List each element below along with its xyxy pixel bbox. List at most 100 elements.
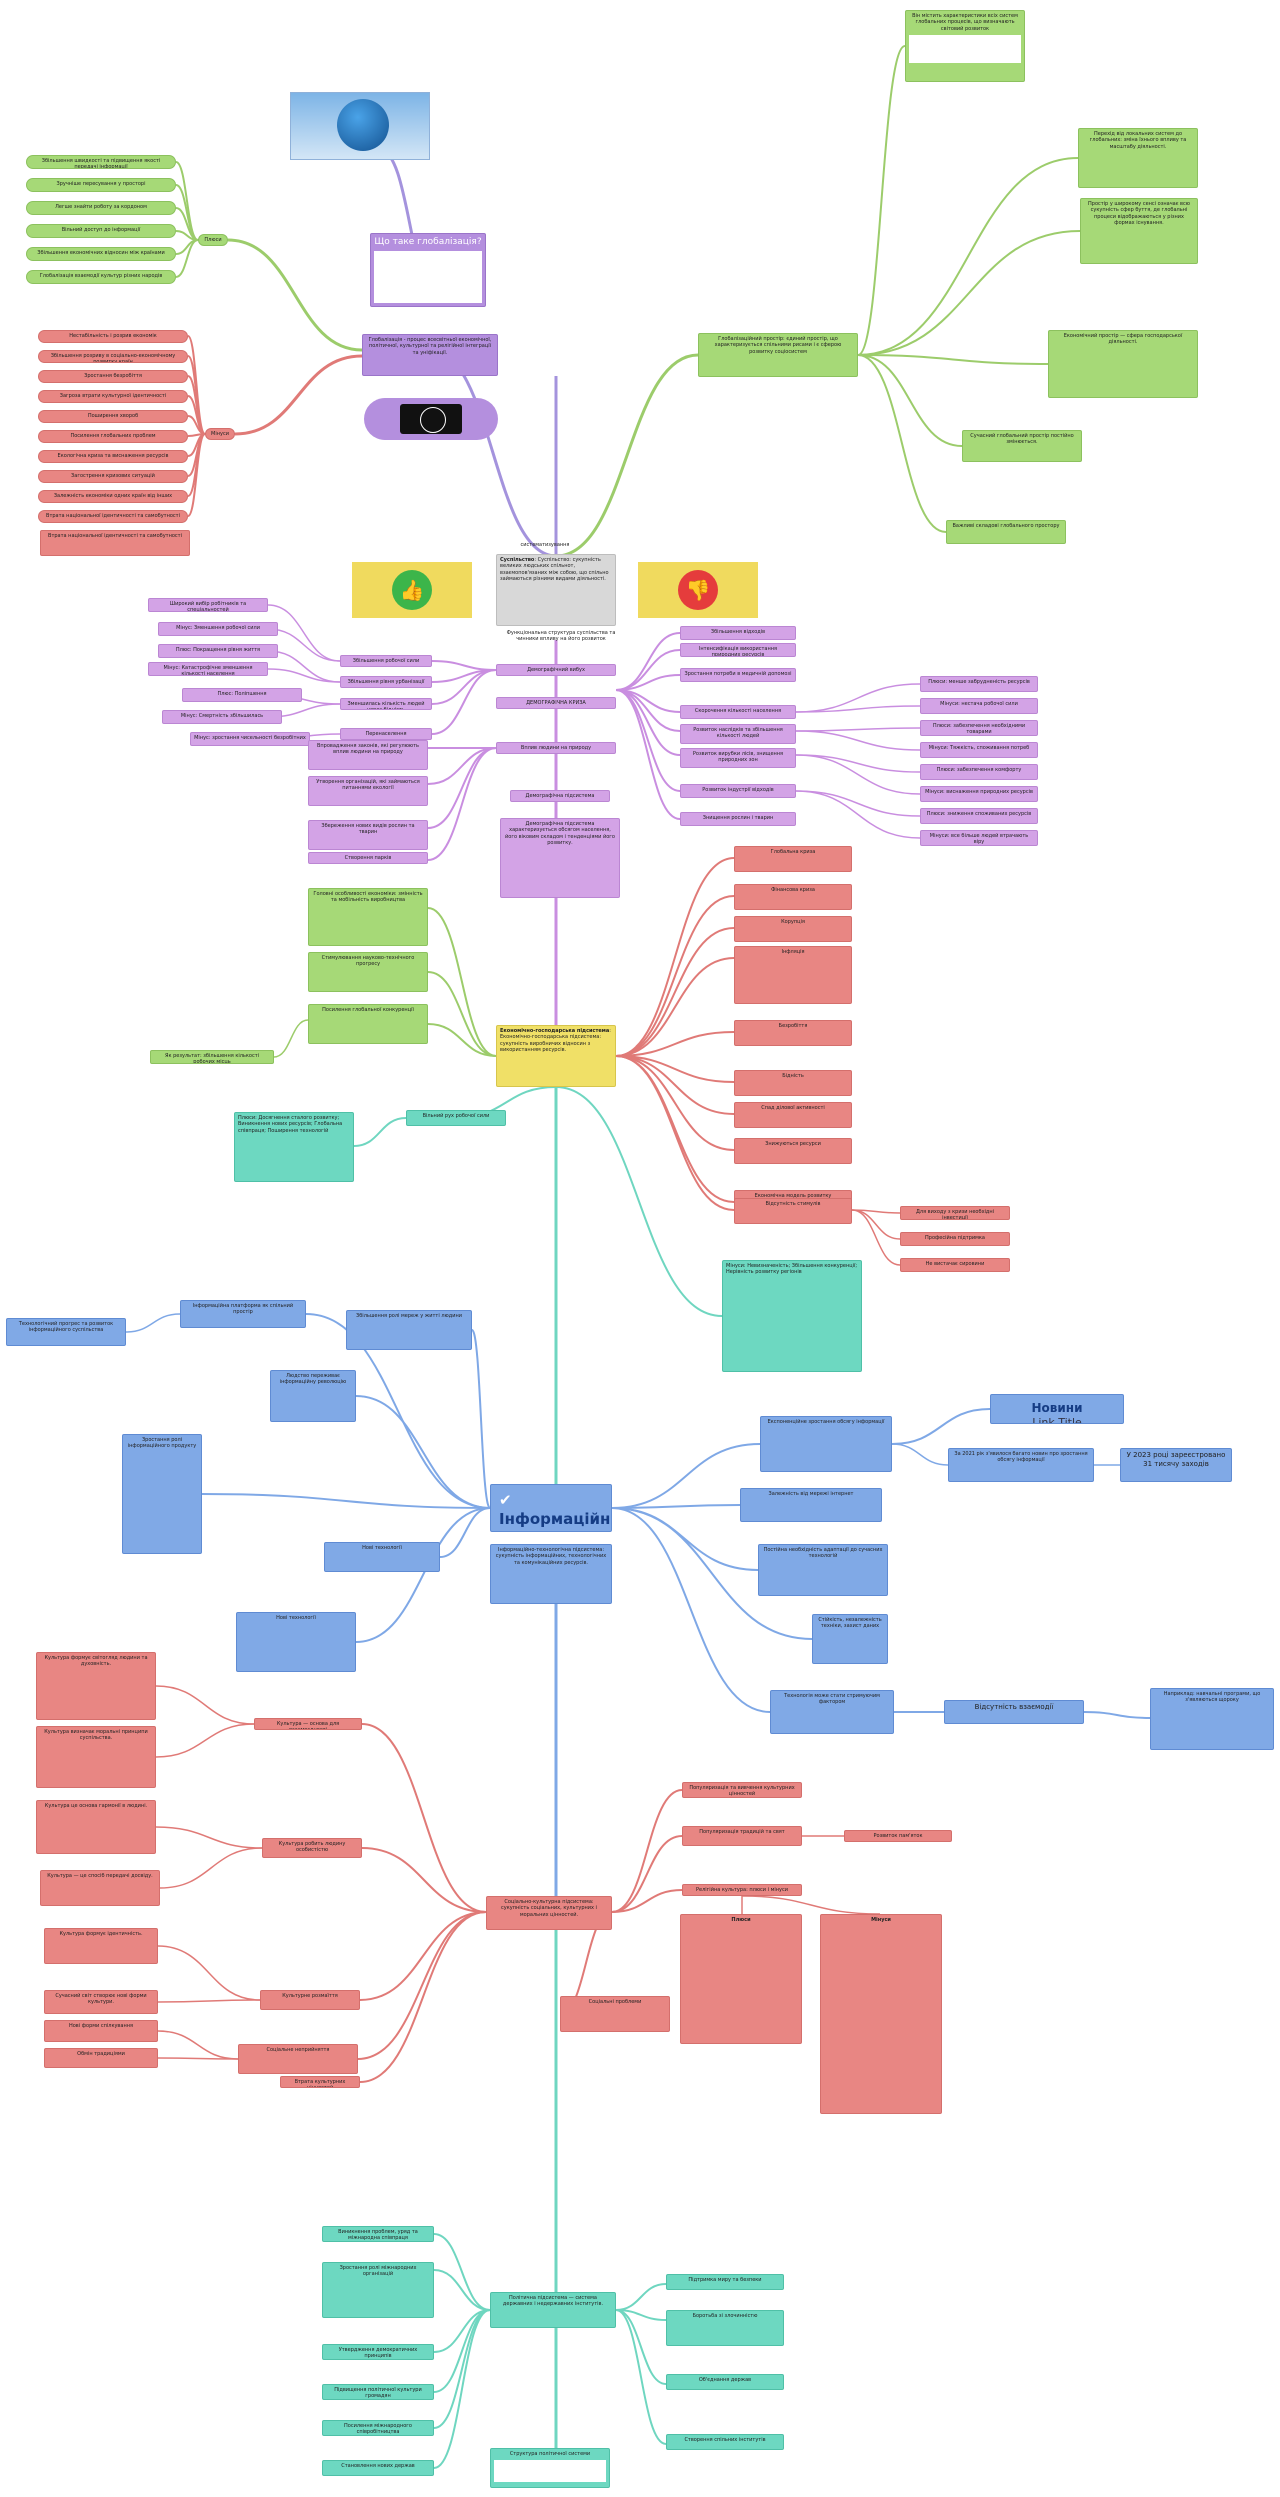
- info-left-item: Нові технології: [324, 1542, 440, 1572]
- connector-line: [615, 2309, 667, 2385]
- politics-right-item: Підтримка миру та безпеки: [666, 2274, 784, 2290]
- econ-right-item: Безробіття: [734, 1020, 852, 1046]
- connector-line: [555, 1086, 723, 1317]
- globe-icon: [420, 407, 446, 433]
- connector-line: [615, 1055, 735, 1115]
- politics-left-item: Зростання ролі міжнародних організацій: [322, 2262, 434, 2318]
- connector-line: [175, 161, 199, 241]
- connector-line: [427, 907, 497, 1057]
- connector-line: [795, 683, 921, 713]
- demo-right-far: Плюси: зниження споживаних ресурсів: [920, 808, 1038, 824]
- info-right-item: Залежність від мережі інтернет: [740, 1488, 882, 1522]
- demo-right-item: Інтенсифікація використання природних ре…: [680, 643, 796, 657]
- demo-left-item: Плюс: Покращення рівня життя: [158, 644, 278, 658]
- connector-line: [891, 1443, 949, 1466]
- globalization-question: Що таке глобалізація?: [370, 233, 486, 307]
- demo-left-mid: Перенаселення: [340, 728, 432, 740]
- politics-left-item: Виникнення проблем, уряд та міжнародна с…: [322, 2226, 434, 2242]
- demo-right-item: Розвиток наслідків та збільшення кількос…: [680, 724, 796, 744]
- econ-right-far: Для виходу з кризи необхідні інвестиції: [900, 1206, 1010, 1220]
- politics-left-item: Становлення нових держав: [322, 2460, 434, 2476]
- demo-right-far: Мінуси: все більше людей втрачають віру: [920, 830, 1038, 846]
- connector-line: [615, 689, 681, 756]
- demo-right-item: Зростання потреби в медичній допомозі: [680, 668, 796, 682]
- info-left-item: Інформаційна платформа як спільний прост…: [180, 1300, 306, 1328]
- connector-line: [159, 1847, 263, 1889]
- example-node: Наприклад: навчальні програми, що з'явля…: [1150, 1688, 1274, 1750]
- diagram-thumbnail: [909, 34, 1021, 63]
- connector-line: [857, 157, 1079, 356]
- right-top-item: Сучасний глобальний простір постійно змі…: [962, 430, 1082, 462]
- connector-line: [615, 1055, 735, 1151]
- connector-line: [433, 2233, 491, 2311]
- connector-line: [427, 747, 497, 829]
- demo-left-item: Мінус: зростання чисельності безробітних: [190, 732, 310, 746]
- connector-line: [355, 1507, 491, 1643]
- connector-line: [611, 1443, 761, 1509]
- connector-line: [795, 727, 921, 732]
- demo-left-item: Плюс: Поліпшення: [182, 688, 302, 702]
- connector-line: [857, 354, 963, 447]
- society-sub: Функціональна структура суспільства та ч…: [506, 630, 616, 643]
- demo-subsystem: Демографічна підсистема: [510, 790, 610, 802]
- connector-line: [615, 1031, 735, 1057]
- connector-line: [201, 1493, 491, 1509]
- cons-item: Загроза втрати культурної ідентичності: [38, 390, 188, 403]
- culture-left-item: Культурне розмаїття: [260, 1990, 360, 2010]
- info-left-far: Технологічний прогрес та розвиток інформ…: [6, 1318, 126, 1346]
- culture-left-far: Нові форми спілкування: [44, 2020, 158, 2042]
- econ-right-far: Не вистачає сировини: [900, 1258, 1010, 1272]
- politics-left-item: Посилення міжнародного співробітництва: [322, 2420, 434, 2436]
- right-top-item: Важливі складові глобального простору: [946, 520, 1066, 544]
- connector-line: [857, 354, 1049, 365]
- connector-line: [267, 668, 341, 683]
- cons-item: Нестабільність і розрив економік: [38, 330, 188, 343]
- demo-left-mid: Зменшилась кількість людей через бідніст…: [340, 698, 432, 710]
- culture-left-item: Соціальне неприйняття: [238, 2044, 358, 2074]
- culture-right-item: Популяризація та вивчення культурних цін…: [682, 1782, 802, 1798]
- econ-right-item: Бідність: [734, 1070, 852, 1096]
- connector-line: [175, 239, 199, 278]
- culture-left-item: Культура — основа для взаємоєдності: [254, 1718, 362, 1730]
- connector-line: [615, 857, 735, 1057]
- demo-right-far: Мінуси: Тяжкість, споживання потреб: [920, 742, 1038, 758]
- connector-line: [615, 927, 735, 1057]
- connector-line: [611, 1889, 683, 1913]
- cons-note: Втрата національної ідентичності та само…: [40, 530, 190, 556]
- culture-left-item: Втрата культурних цінностей: [280, 2076, 360, 2088]
- connector-line: [187, 355, 206, 435]
- demo-right-far: Мінуси: нестача робочої сили: [920, 698, 1038, 714]
- info-left-img: Нові технології: [236, 1612, 356, 1672]
- pros-hub: Плюси: [198, 234, 228, 246]
- connector-line: [611, 1507, 813, 1640]
- demo-right-far: Мінуси: виснаження природних ресурсів: [920, 786, 1038, 802]
- culture-left-far: Культура визначає моральні принципи сусп…: [36, 1726, 156, 1788]
- connector-line: [359, 1911, 487, 2083]
- cons-item: Зростання безробіття: [38, 370, 188, 383]
- connector-line: [795, 730, 921, 751]
- connector-line: [615, 649, 681, 691]
- right-top-item: Економічний простір — сфера господарсько…: [1048, 330, 1198, 398]
- cons-item: Поширення хвороб: [38, 410, 188, 423]
- demo-nature: Вплив людини на природу: [496, 742, 616, 754]
- connector-line: [795, 705, 921, 713]
- connector-line: [157, 1999, 261, 2003]
- politics-bottom: Структура політичної системи: [490, 2448, 610, 2488]
- demo-left-mid: Збільшення рівня урбанізації: [340, 676, 432, 688]
- demo-growth: Демографічний вибух: [496, 664, 616, 676]
- adapt-node: Відсутність взаємодії: [944, 1700, 1084, 1724]
- connector-line: [273, 1019, 309, 1058]
- demo-right-item: Розвиток індустрії відходів: [680, 784, 796, 798]
- culture-right-item: Релігійна культура: плюси і мінуси: [682, 1884, 802, 1896]
- politics-right-item: Створення спільних інститутів: [666, 2434, 784, 2450]
- connector-line: [157, 1945, 261, 2001]
- connector-line: [234, 354, 363, 436]
- thumbs-down-image: 👎: [638, 562, 758, 618]
- culture-right-item: Соціальні проблеми: [560, 1996, 670, 2032]
- politics-node: Політична підсистема — система державних…: [490, 2292, 616, 2328]
- econ-right-item: Відсутність стимулів: [734, 1198, 852, 1224]
- connector-line: [795, 754, 921, 795]
- pros-item: Глобалізація взаємодії культур різних на…: [26, 270, 176, 284]
- right-top-card: Він містить характеристики всіх систем г…: [905, 10, 1025, 82]
- connector-line: [433, 2309, 491, 2469]
